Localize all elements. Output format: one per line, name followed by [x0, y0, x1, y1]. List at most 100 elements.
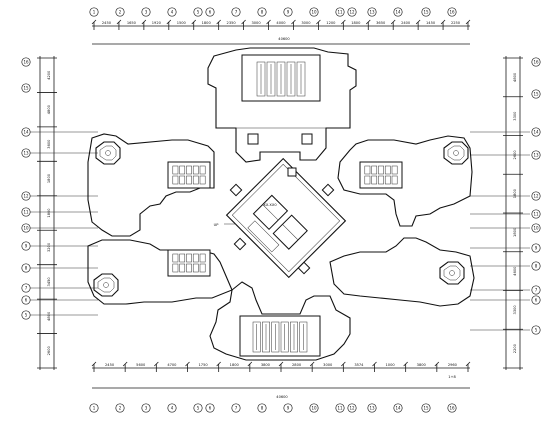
right-axis-bubble-label: 10	[533, 225, 539, 230]
right-axis-bubble	[531, 223, 541, 233]
bottom-dim-text: 2800	[292, 363, 302, 367]
right-axis-bubble-label: 11	[533, 211, 539, 216]
bottom-dim-slash	[278, 361, 284, 367]
bottom-dim-slash	[122, 361, 128, 367]
left-axis-bubble-label: 10	[23, 225, 29, 230]
right-axis-bubble	[531, 295, 541, 305]
top-dim-slash	[415, 19, 421, 25]
bottom-axis-bubble	[115, 403, 125, 413]
stall	[192, 253, 199, 263]
stall	[192, 175, 199, 185]
bottom-axis-bubble	[231, 403, 241, 413]
bottom-axis-bubble-label: 3	[145, 405, 148, 410]
west-stair-top	[95, 141, 121, 165]
left-axis-bubble-label: 6	[25, 297, 28, 302]
bottom-dim-slash	[185, 361, 190, 367]
stall	[280, 321, 289, 353]
top-axis-bubble-label: 9	[287, 9, 290, 14]
top-axis-bubble	[283, 7, 293, 17]
top-axis-bubble-label: 4	[171, 9, 174, 14]
right-dim-text: 2600	[513, 150, 517, 160]
stall	[391, 175, 398, 185]
stall	[364, 175, 371, 185]
bottom-dim-slash	[91, 361, 97, 367]
stall	[192, 165, 199, 175]
grid-lines	[30, 131, 530, 331]
stall	[172, 253, 179, 263]
right-axis-bubble-label: 13	[533, 152, 539, 157]
east-wing	[329, 135, 475, 307]
bottom-dim-slash	[309, 361, 315, 367]
top-axis-bubble	[393, 7, 403, 17]
top-dim-text: 2350	[227, 21, 237, 25]
top-axis-bubble-label: 13	[369, 9, 375, 14]
bottom-axis-bubble-label: 6	[209, 405, 212, 410]
bottom-dim-slash	[434, 361, 440, 367]
stall	[199, 263, 206, 273]
stall	[199, 253, 206, 263]
right-axis-bubble	[531, 57, 541, 67]
top-axis-bubble	[193, 7, 203, 17]
stall	[256, 61, 266, 97]
top-dim-text: 1800	[202, 21, 212, 25]
bottom-axis-bubble-label: 1	[93, 405, 96, 410]
top-dim-slash	[141, 19, 147, 25]
bottom-axis-bubble	[421, 403, 431, 413]
top-dim-slash	[166, 19, 172, 25]
bottom-right-label: 1+8	[448, 375, 456, 379]
top-dim-text: 3000	[301, 21, 311, 25]
right-axis-bubble	[531, 209, 541, 219]
bottom-dim-slash	[216, 361, 221, 367]
left-axis-bubble-label: 14	[23, 129, 29, 134]
stall	[179, 175, 186, 185]
stall	[378, 175, 384, 185]
top-dim-text: 1450	[426, 21, 436, 25]
stall	[371, 165, 378, 175]
left-dim-text: 3200	[47, 242, 51, 252]
stall	[172, 165, 179, 175]
bottom-axis-bubble	[141, 403, 151, 413]
stall	[252, 321, 261, 353]
top-axis-bubble	[115, 7, 125, 17]
stall	[186, 175, 192, 185]
top-axis-bubble-label: 15	[423, 9, 429, 14]
stall	[384, 165, 391, 175]
bottom-axis-bubble	[367, 403, 377, 413]
bottom-axis-bubble	[193, 403, 203, 413]
right-axis-bubble	[531, 243, 541, 253]
stall	[378, 165, 384, 175]
bottom-axis-bubble	[309, 403, 319, 413]
left-axis-bubble	[21, 83, 31, 93]
top-axis-bubble-label: 5	[197, 9, 200, 14]
bottom-dim-slash	[341, 361, 346, 367]
bottom-dim-text: 4700	[167, 363, 177, 367]
bottom-axis-bubble-label: 10	[311, 405, 317, 410]
right-dim-text: 2200	[513, 343, 517, 353]
top-axis-bubble	[205, 7, 215, 17]
stall	[286, 61, 296, 97]
left-dim-text: 2600	[47, 345, 51, 355]
left-axis-bubble-label: 11	[23, 209, 29, 214]
bottom-dim-text: 3000	[323, 363, 333, 367]
top-dim-text: 3650	[376, 21, 386, 25]
top-axis-bubble	[257, 7, 267, 17]
left-axis-bubble	[21, 57, 31, 67]
right-axis-bubble	[531, 325, 541, 335]
stall	[179, 263, 186, 273]
top-dim-slash	[216, 19, 221, 25]
stall	[266, 61, 276, 97]
left-axis-bubble-label: 12	[23, 193, 29, 198]
left-axis-bubble-label: 15	[23, 85, 29, 90]
left-axis-bubble-label: 5	[25, 312, 28, 317]
top-axis-bubble-label: 11	[337, 9, 343, 14]
east-stair-bottom	[439, 261, 465, 285]
right-dim-text: 3300	[513, 111, 517, 121]
lift-label: UP	[214, 223, 220, 227]
top-dim-text: 2250	[451, 21, 461, 25]
top-dim-slash	[191, 19, 197, 25]
top-axis-bubble-label: 16	[449, 9, 455, 14]
left-dim-text: 1800	[47, 208, 51, 218]
left-axis-bubble-label: 7	[25, 285, 28, 290]
top-dim-text: 4000	[276, 21, 286, 25]
